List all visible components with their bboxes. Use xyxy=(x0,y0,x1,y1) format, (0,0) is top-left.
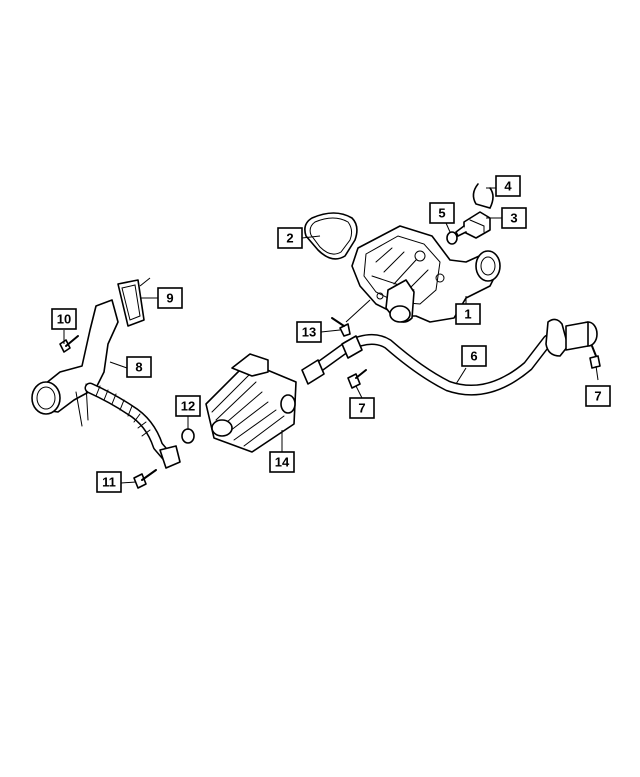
callout-14-text: 14 xyxy=(275,455,290,470)
callout-6: 6 xyxy=(461,345,487,367)
callout-13: 13 xyxy=(296,321,322,343)
callout-11-text: 11 xyxy=(102,475,116,490)
callout-1: 1 xyxy=(455,303,481,325)
callout-10: 10 xyxy=(51,308,77,330)
callout-2: 2 xyxy=(277,227,303,249)
thermostat-housing xyxy=(351,225,501,323)
callout-8: 8 xyxy=(126,356,152,378)
bolt-part-11 xyxy=(133,469,157,489)
callout-4-text: 4 xyxy=(504,179,512,194)
callout-10-text: 10 xyxy=(57,312,71,327)
callout-14: 14 xyxy=(269,451,295,473)
callout-7-left-text: 7 xyxy=(358,401,365,416)
coolant-tube xyxy=(301,318,598,396)
coolant-inlet-pipe xyxy=(31,299,181,469)
coolant-temp-sensor xyxy=(455,211,491,239)
bolt-part-10 xyxy=(59,335,79,353)
callout-9: 9 xyxy=(157,287,183,309)
oil-cooler-o-ring xyxy=(181,428,195,444)
callout-2-text: 2 xyxy=(286,231,293,246)
callout-7-right-text: 7 xyxy=(594,389,601,404)
thermostat-gasket xyxy=(304,212,358,260)
callout-3-text: 3 xyxy=(510,211,517,226)
sensor-retaining-clip xyxy=(472,183,494,209)
callout-5-text: 5 xyxy=(438,206,445,221)
callout-7-left: 7 xyxy=(349,397,375,419)
callout-1-text: 1 xyxy=(464,307,471,322)
sensor-seal xyxy=(446,231,458,245)
callout-9-text: 9 xyxy=(166,291,173,306)
bolt-part-7-right xyxy=(589,345,601,369)
bolt-part-13 xyxy=(331,317,351,337)
callout-12-text: 12 xyxy=(181,399,195,414)
inlet-pipe-gasket xyxy=(117,279,145,327)
bolt-part-7-left xyxy=(347,369,367,389)
callout-7-right: 7 xyxy=(585,385,611,407)
callout-8-text: 8 xyxy=(135,360,142,375)
callout-5: 5 xyxy=(429,202,455,224)
callout-13-text: 13 xyxy=(302,325,316,340)
callout-4: 4 xyxy=(495,175,521,197)
callout-3: 3 xyxy=(501,207,527,229)
callout-6-text: 6 xyxy=(470,349,477,364)
callout-11: 11 xyxy=(96,471,122,493)
callout-12: 12 xyxy=(175,395,201,417)
engine-oil-cooler xyxy=(205,353,297,453)
